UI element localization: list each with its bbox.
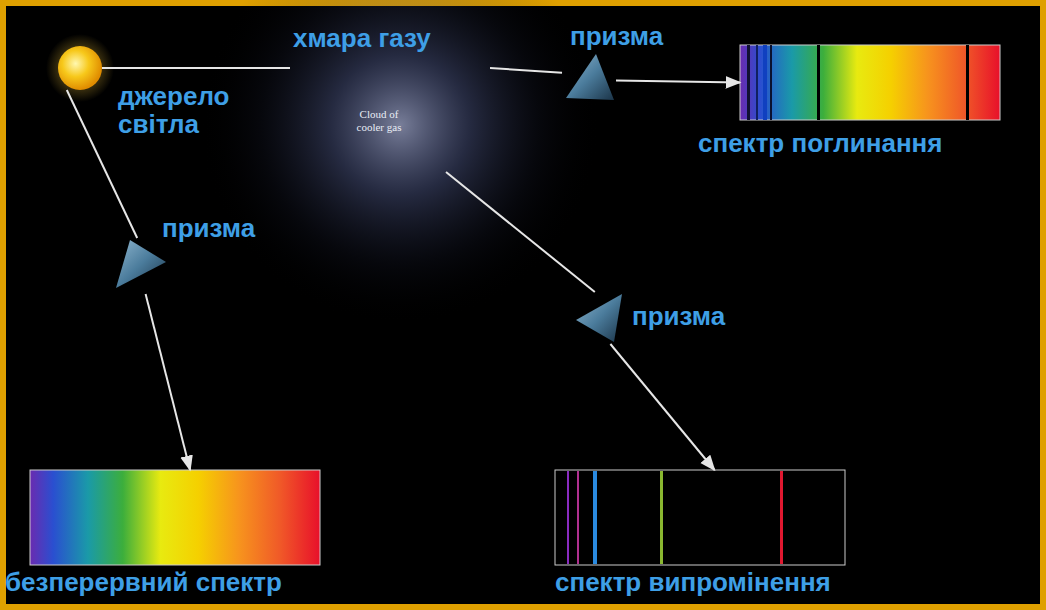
light-ray <box>446 172 595 292</box>
light-ray <box>102 67 290 69</box>
node-label: спектр поглинання <box>698 129 943 157</box>
prism: призма <box>562 52 616 104</box>
prism: призма <box>112 238 168 294</box>
light-source <box>58 46 102 90</box>
absorption-spectrum: спектр поглинання <box>740 45 1000 120</box>
node-label: спектр випромінення <box>555 568 831 596</box>
node-label: хмара газу <box>293 24 431 52</box>
prism <box>576 294 622 342</box>
light-ray <box>610 344 714 470</box>
continuous-spectrum <box>30 470 320 565</box>
node-label: призма <box>632 302 725 330</box>
emission-spectrum <box>555 470 845 565</box>
emission-spectrum: спектр випромінення <box>555 470 845 565</box>
node-label: призма <box>570 22 663 50</box>
gas-cloud <box>200 0 600 325</box>
light-source: джерело світла <box>58 46 102 90</box>
gas-cloud: хмара газуCloud of cooler gas <box>290 22 490 172</box>
node-label: джерело світла <box>118 82 258 138</box>
prism <box>566 54 614 100</box>
node-note: Cloud of cooler gas <box>348 108 410 134</box>
node-label: безперервний спектр <box>5 568 282 596</box>
light-ray <box>616 81 740 83</box>
continuous-spectrum: безперервний спектр <box>30 470 320 565</box>
prism: призма <box>574 292 626 344</box>
light-ray <box>146 294 190 470</box>
light-ray <box>490 68 562 73</box>
prism <box>116 240 166 288</box>
node-label: призма <box>162 214 255 242</box>
absorption-spectrum <box>740 45 1000 120</box>
